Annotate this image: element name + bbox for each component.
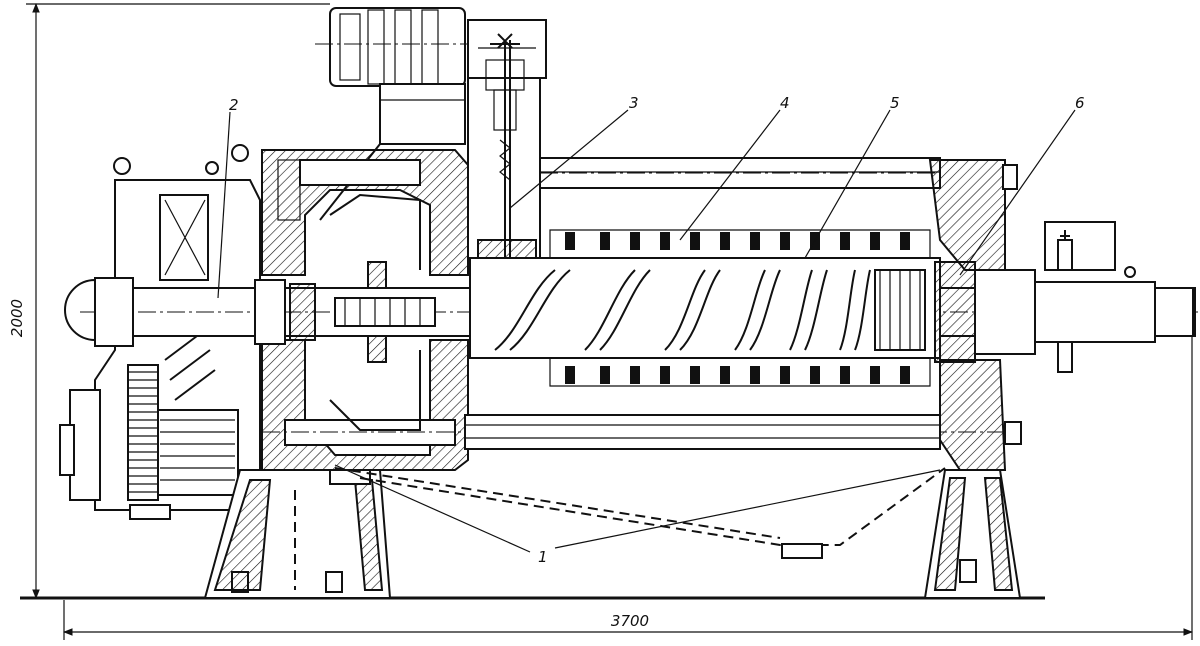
drive-gear <box>127 364 239 520</box>
callout-3: 3 <box>629 94 639 112</box>
electric-motor <box>315 7 480 221</box>
height-dimension-text: 2000 <box>8 299 26 337</box>
leader-lines <box>217 109 1076 553</box>
screw-barrel <box>469 229 941 387</box>
height-dimension: 2000 <box>8 3 330 599</box>
callout-1: 1 <box>538 548 548 566</box>
cone-regulator-housing <box>467 19 547 261</box>
right-support-stand <box>923 469 1022 599</box>
callout-5: 5 <box>890 94 900 112</box>
length-dimension: 3700 <box>63 300 1193 640</box>
callout-2: 2 <box>229 96 239 114</box>
oil-collection-pan <box>334 467 946 559</box>
outlet-cone <box>934 221 1194 373</box>
lower-frame-beam <box>464 359 1022 471</box>
length-dimension-text: 3700 <box>611 612 649 630</box>
callout-4: 4 <box>780 94 790 112</box>
callout-6: 6 <box>1075 94 1085 112</box>
left-support-stand <box>203 469 392 599</box>
top-frame-beam <box>539 157 1018 271</box>
